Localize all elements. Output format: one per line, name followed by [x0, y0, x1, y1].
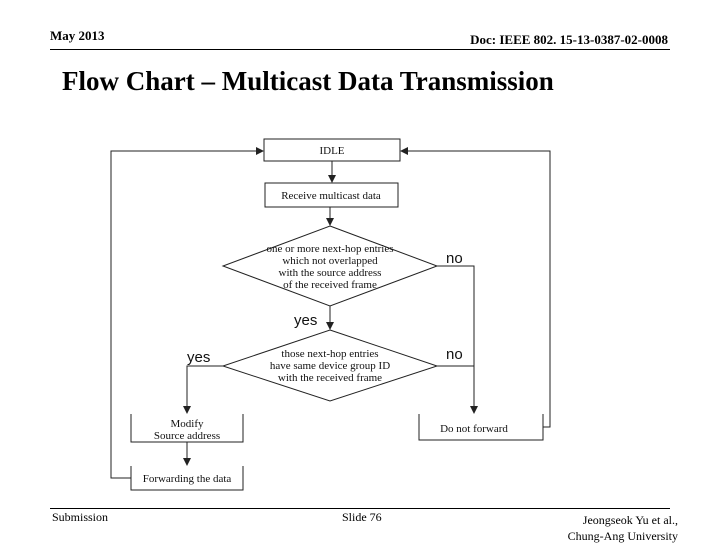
modify-line-1: Modify [171, 418, 205, 430]
footer-submission: Submission [52, 510, 109, 524]
forwarding-node: Forwarding the data [130, 466, 244, 491]
label-no-2: no [446, 346, 463, 363]
idle-node: IDLE [263, 138, 401, 162]
decision-1-line-4: of the received frame [283, 279, 377, 291]
footer-authors-line-1: Jeongseok Yu et al., [582, 513, 678, 527]
connectors [110, 147, 551, 479]
label-yes-1: yes [294, 312, 317, 329]
header-rule [50, 49, 670, 50]
header-doc-id: Doc: IEEE 802. 15-13-0387-02-0008 [470, 32, 668, 47]
decision-2-line-3: with the received frame [278, 372, 382, 384]
decision-2-node: those next-hop entries have same device … [221, 329, 439, 402]
label-no-1: no [446, 250, 463, 267]
label-yes-2: yes [187, 349, 210, 366]
slide-title: Flow Chart – Multicast Data Transmission [62, 66, 554, 96]
idle-label: IDLE [319, 145, 344, 157]
decision-1-line-1: one or more next-hop entries [266, 243, 393, 255]
arrow-do-not-forward-to-idle [400, 147, 551, 428]
footer-authors-line-2: Chung-Ang University [567, 529, 678, 543]
decision-2-line-1: those next-hop entries [281, 348, 378, 360]
do-not-forward-node: Do not forward [418, 414, 544, 441]
receive-node: Receive multicast data [264, 182, 399, 208]
arrow-decision-2-yes [183, 365, 223, 414]
footer-slide-number: Slide 76 [342, 510, 382, 524]
arrow-decision-1-no [437, 265, 478, 414]
decision-1-line-3: with the source address [279, 267, 382, 279]
footer-authors: Jeongseok Yu et al., Chung-Ang Universit… [568, 512, 678, 544]
arrow-forwarding-to-idle [110, 147, 264, 479]
modify-node: Modify Source address [130, 414, 244, 443]
modify-line-2: Source address [154, 430, 220, 442]
forwarding-label: Forwarding the data [143, 473, 232, 485]
footer-rule [50, 508, 670, 509]
do-not-forward-label: Do not forward [440, 423, 508, 435]
decision-1-line-2: which not overlapped [282, 255, 378, 267]
decision-1-node: one or more next-hop entries which not o… [221, 225, 439, 307]
receive-label: Receive multicast data [281, 190, 381, 202]
decision-2-line-2: have same device group ID [270, 360, 390, 372]
header-date: May 2013 [50, 28, 105, 43]
